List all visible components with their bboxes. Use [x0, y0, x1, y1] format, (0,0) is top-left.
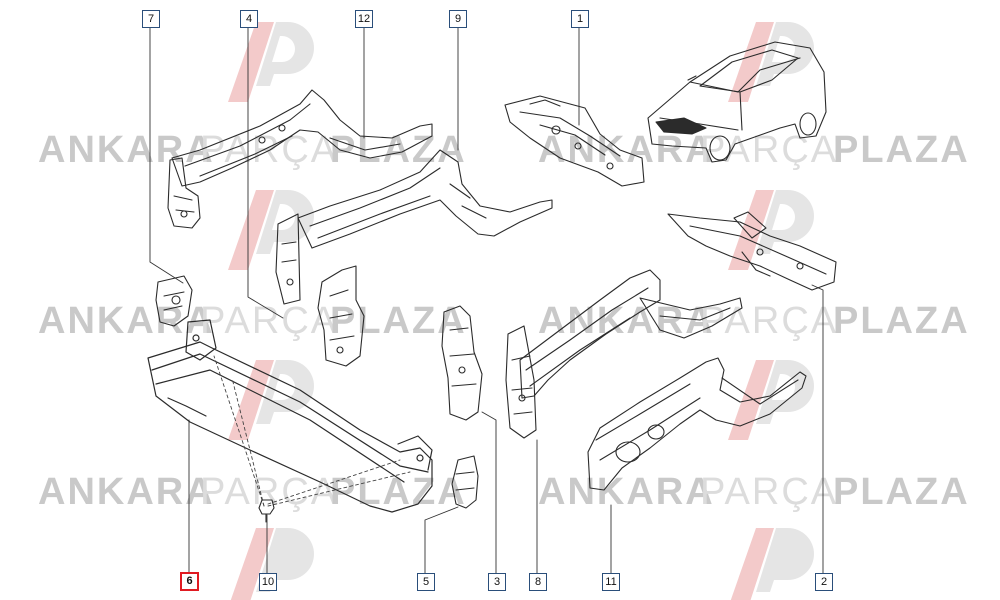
watermark-plaza: PLAZA [833, 300, 970, 342]
part-8-long-side-member [505, 269, 743, 439]
vehicle-silhouette [647, 41, 827, 163]
callout-11[interactable]: 11 [602, 573, 620, 591]
callout-label: 3 [493, 576, 501, 588]
watermark-plaza: PLAZA [833, 129, 970, 171]
callout-label: 10 [261, 576, 275, 588]
part-7-small-bracket [155, 275, 193, 327]
callout-label: 7 [147, 13, 155, 25]
ap-logo-icon [228, 360, 314, 440]
callout-6-highlighted[interactable]: 6 [180, 572, 199, 591]
ap-logo-icon [730, 528, 814, 600]
callout-12[interactable]: 12 [355, 10, 373, 28]
callout-3[interactable]: 3 [488, 573, 506, 591]
callout-label: 12 [357, 13, 371, 25]
watermark-ankara: ANKARA [538, 129, 715, 171]
callout-label: 4 [245, 13, 253, 25]
ap-logo-icon [728, 190, 814, 270]
callout-5[interactable]: 5 [417, 573, 435, 591]
callout-8[interactable]: 8 [529, 573, 547, 591]
callout-1[interactable]: 1 [571, 10, 589, 28]
callout-2[interactable]: 2 [815, 573, 833, 591]
part-2-rear-floor-section [667, 211, 837, 291]
part-3-vertical-bracket [441, 305, 483, 421]
part-12-side-member [171, 89, 433, 187]
part-5-bracket [451, 455, 479, 509]
callout-10[interactable]: 10 [259, 573, 277, 591]
callout-label: 9 [454, 13, 462, 25]
callout-9[interactable]: 9 [449, 10, 467, 28]
callout-7[interactable]: 7 [142, 10, 160, 28]
part-1-front-floor-panel [504, 95, 645, 187]
watermark-row-1: ANKARA PARÇA PLAZA ANKARA PARÇA PLAZA [38, 129, 970, 171]
watermark-ankara: ANKARA [538, 471, 715, 513]
watermark-ankara: ANKARA [38, 471, 215, 513]
part-11-rear-member [587, 357, 807, 491]
watermark-parca: PARÇA [200, 300, 338, 342]
part-4-lower-bracket [317, 265, 365, 367]
watermark-ankara: ANKARA [38, 300, 215, 342]
watermark-parca: PARÇA [700, 300, 838, 342]
ap-logo-icon [228, 190, 314, 270]
part-9-side-rail [275, 149, 553, 305]
callout-label: 5 [422, 576, 430, 588]
watermark-row-2: ANKARA PARÇA PLAZA ANKARA PARÇA PLAZA [38, 300, 970, 342]
callout-label: 1 [576, 13, 584, 25]
part-10-bolt [258, 499, 275, 523]
part-7-bracket [167, 157, 201, 229]
watermark-parca: PARÇA [700, 471, 838, 513]
watermark-parca: PARÇA [200, 129, 338, 171]
callout-label: 6 [186, 575, 193, 587]
leader-lines [149, 26, 824, 578]
part-6-bumper-crossmember[interactable] [147, 319, 433, 513]
fastener-leaders [213, 355, 411, 507]
callout-label: 8 [534, 576, 542, 588]
callout-4[interactable]: 4 [240, 10, 258, 28]
callout-label: 11 [605, 576, 617, 588]
callout-label: 2 [820, 576, 828, 588]
ap-logo-icon [228, 22, 314, 102]
watermark-plaza: PLAZA [833, 471, 970, 513]
ap-logo-icon [728, 22, 814, 102]
watermark-ankara: ANKARA [38, 129, 215, 171]
